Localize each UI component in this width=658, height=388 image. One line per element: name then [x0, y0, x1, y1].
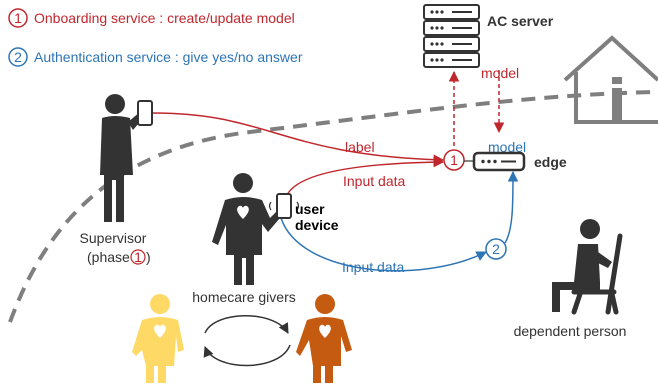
- supervisor-phase-prefix: (phase: [87, 249, 130, 265]
- legend-number-1: 1: [14, 10, 22, 26]
- label-arrow-text: label: [345, 139, 375, 155]
- supervisor-phase-marker: 1: [130, 249, 146, 265]
- user-device-label-line1: user: [295, 201, 325, 217]
- legend-item-onboarding: 1 Onboarding service : create/update mod…: [8, 8, 295, 28]
- device-onboarding-arrow: [286, 156, 445, 196]
- server-edge-model-label: model: [481, 65, 519, 81]
- authentication-input-data-label: Input data: [342, 259, 404, 275]
- user-device-icon: [268, 193, 300, 219]
- supervisor-phase-suffix: ): [146, 249, 151, 265]
- homecare-giver-yellow-figure: [132, 294, 184, 383]
- legend-text-authentication: Authentication service : give yes/no ans…: [34, 49, 303, 65]
- heart-icon: [237, 205, 249, 219]
- onboarding-input-data-label: Input data: [343, 173, 405, 189]
- legend-number-2: 2: [14, 49, 22, 65]
- rotation-arrow-top: [204, 315, 289, 334]
- legend-item-authentication: 2 Authentication service : give yes/no a…: [8, 47, 303, 67]
- authentication-marker-number: 2: [492, 241, 500, 257]
- supervisor-phase-number: 1: [134, 249, 142, 265]
- edge-router-icon: [472, 151, 526, 172]
- onboarding-marker-number: 1: [450, 152, 458, 168]
- homecare-givers-label: homecare givers: [192, 289, 296, 305]
- server-icon: [423, 4, 480, 68]
- orange-giver-heart-icon: [319, 324, 331, 338]
- house-icon: [563, 35, 658, 124]
- authentication-marker: 2: [485, 238, 507, 260]
- ac-server-label: AC server: [487, 13, 554, 29]
- legend-text-onboarding: Onboarding service : create/update model: [34, 10, 295, 26]
- yellow-giver-heart-icon: [154, 324, 166, 338]
- rotation-arrow-bottom: [203, 344, 291, 367]
- edge-model-label: model: [488, 139, 526, 155]
- legend: 1 Onboarding service : create/update mod…: [8, 8, 303, 67]
- homecare-giver-figure: [212, 173, 280, 285]
- onboarding-marker: 1: [443, 149, 465, 171]
- supervisor-label-arrow: [152, 112, 445, 165]
- home-boundary-dashed: [8, 90, 656, 323]
- edge-label: edge: [534, 154, 567, 170]
- device-authentication-arrow: [280, 217, 487, 272]
- supervisor-label: Supervisor: [80, 230, 147, 246]
- homecare-giver-orange-figure: [296, 294, 352, 383]
- auth-to-edge-arrow: [504, 170, 519, 244]
- dependent-person-figure: [552, 219, 612, 312]
- chair-icon: [571, 233, 623, 315]
- dependent-person-label: dependent person: [514, 323, 627, 339]
- supervisor-phone-icon: [137, 100, 153, 126]
- user-device-label-line2: device: [295, 217, 339, 233]
